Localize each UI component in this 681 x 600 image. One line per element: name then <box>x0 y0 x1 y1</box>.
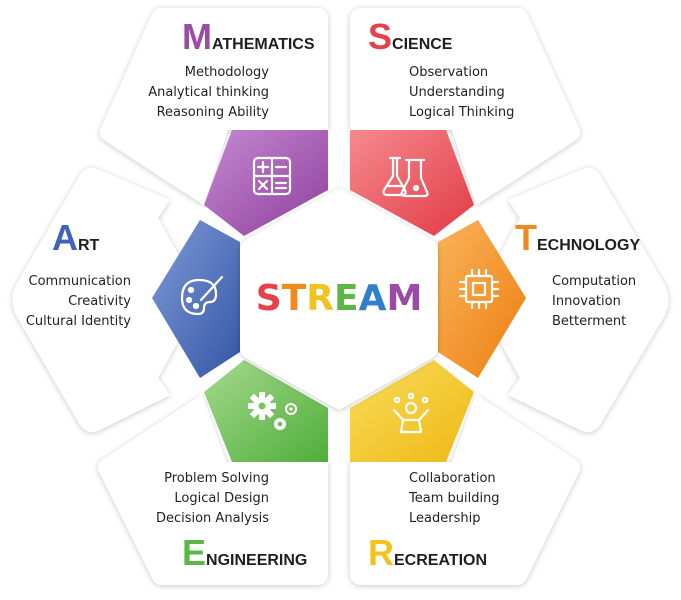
bullet-item: Innovation <box>552 294 621 309</box>
bullet-item: Methodology <box>185 65 270 80</box>
center-letter: R <box>306 278 334 319</box>
panel-recreation <box>350 394 581 585</box>
segment-recreation <box>350 360 474 462</box>
bullets-engineering: Problem Solving Logical Design Decision … <box>156 471 269 526</box>
title-mathematics: MATHEMATICS <box>182 16 315 57</box>
bullets-mathematics: Methodology Analytical thinking Reasonin… <box>148 65 269 120</box>
bullet-item: Logical Thinking <box>409 105 514 120</box>
bullets-recreation: Collaboration Team building Leadership <box>408 471 500 526</box>
center-letter: E <box>334 278 359 319</box>
panel-engineering <box>97 394 329 585</box>
title-science: SCIENCE <box>368 16 453 57</box>
panel-mathematics <box>99 8 328 205</box>
center-title: STREAM <box>256 278 423 319</box>
segment-science <box>350 130 474 236</box>
bullets-art: Communication Creativity Cultural Identi… <box>26 274 131 329</box>
title-technology: TECHNOLOGY <box>515 217 640 258</box>
bullet-item: Decision Analysis <box>156 511 269 526</box>
panel-technology <box>476 167 669 433</box>
bullet-item: Cultural Identity <box>26 314 131 329</box>
center-letter: A <box>359 278 387 319</box>
bullet-item: Collaboration <box>409 471 496 486</box>
bullet-item: Understanding <box>409 85 505 100</box>
person-juggling-icon <box>392 392 430 434</box>
segment-art <box>152 220 240 378</box>
bullet-item: Creativity <box>68 294 131 309</box>
chip-icon <box>458 268 500 310</box>
segment-technology <box>438 220 526 378</box>
title-engineering: ENGINEERING <box>182 532 307 573</box>
bullet-item: Analytical thinking <box>148 85 269 100</box>
center-letter: M <box>386 278 422 319</box>
panel-art <box>12 167 202 433</box>
bullet-item: Logical Design <box>174 491 269 506</box>
bullet-item: Problem Solving <box>164 471 269 486</box>
gears-icon <box>248 392 297 430</box>
panel-science <box>350 8 581 205</box>
center-letter: S <box>256 278 282 319</box>
bullet-item: Betterment <box>552 314 626 329</box>
palette-icon <box>180 275 224 316</box>
bullet-item: Team building <box>408 491 500 506</box>
bullets-science: Observation Understanding Logical Thinki… <box>409 65 514 120</box>
bullet-item: Communication <box>29 274 131 289</box>
flask-icon <box>382 156 429 198</box>
bullet-item: Leadership <box>409 511 480 526</box>
bullet-item: Observation <box>409 65 488 80</box>
bullet-item: Computation <box>552 274 636 289</box>
bullet-item: Reasoning Ability <box>157 105 270 120</box>
center-hexagon <box>240 188 438 410</box>
bullets-technology: Computation Innovation Betterment <box>552 274 636 329</box>
calculator-icon <box>252 156 292 196</box>
title-art: ART <box>52 217 100 258</box>
center-letter: T <box>282 278 307 319</box>
title-recreation: RECREATION <box>368 532 487 573</box>
